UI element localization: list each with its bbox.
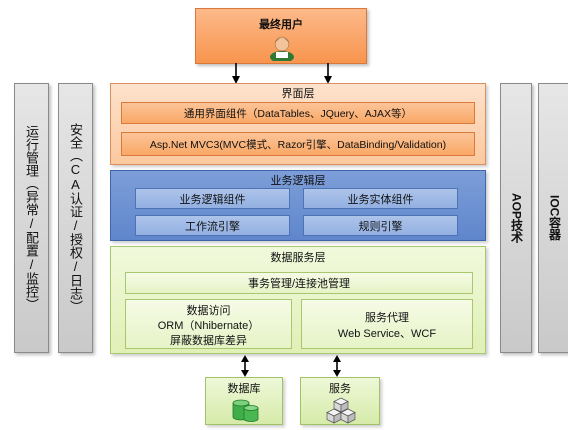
data-access-title: 数据访问 <box>186 305 231 317</box>
data-access-orm: ORM（Nhibernate） <box>157 320 260 332</box>
business-logic-title: 业务逻辑层 <box>270 175 326 187</box>
service-proxy-box: 服务代理 Web Service、WCF <box>301 299 473 349</box>
workflow-engine: 工作流引擎 <box>135 215 290 236</box>
service-proxy-title: 服务代理 <box>365 312 409 324</box>
ops-management-label: 运行管理（异常/配置/监控） <box>24 125 39 311</box>
ui-layer: 界面层 通用界面组件（DataTables、JQuery、AJAX等） Asp.… <box>110 83 486 165</box>
end-user-label: 最终用户 <box>259 19 303 31</box>
data-access-box: 数据访问 ORM（Nhibernate） 屏蔽数据库差异 <box>125 299 292 349</box>
business-logic-component: 业务逻辑组件 <box>135 188 290 209</box>
ui-mvc-components: Asp.Net MVC3(MVC模式、Razor引擎、DataBinding/V… <box>121 132 475 156</box>
arrow-down-right <box>324 63 332 84</box>
ioc-bar: IOC容器 <box>538 83 568 353</box>
data-service-title: 数据服务层 <box>270 252 326 264</box>
end-user-box: 最终用户 <box>195 8 367 64</box>
rules-engine: 规则引擎 <box>303 215 458 236</box>
ui-layer-title: 界面层 <box>281 88 315 100</box>
business-logic-layer: 业务逻辑层 业务逻辑组件 业务实体组件 工作流引擎 规则引擎 <box>110 170 486 241</box>
data-service-layer: 数据服务层 事务管理/连接池管理 数据访问 ORM（Nhibernate） 屏蔽… <box>110 246 486 354</box>
user-icon <box>270 36 294 61</box>
database-icon <box>232 399 259 422</box>
database-label: 数据库 <box>227 383 261 395</box>
service-label: 服务 <box>329 383 351 395</box>
database-box: 数据库 <box>205 377 283 425</box>
security-label: 安全（CA认证/授权/日志） <box>68 123 83 313</box>
ioc-label: IOC容器 <box>547 195 562 241</box>
transaction-management: 事务管理/连接池管理 <box>125 272 473 294</box>
arrow-down-left <box>232 63 240 84</box>
security-bar: 安全（CA认证/授权/日志） <box>58 83 93 353</box>
service-box: 服务 <box>300 377 380 425</box>
business-entity-component: 业务实体组件 <box>303 188 458 209</box>
aop-bar: AOP技术 <box>500 83 532 353</box>
ops-management-bar: 运行管理（异常/配置/监控） <box>14 83 49 353</box>
data-access-note: 屏蔽数据库差异 <box>170 335 247 347</box>
cubes-icon <box>326 397 356 424</box>
service-proxy-tech: Web Service、WCF <box>337 328 437 340</box>
aop-label: AOP技术 <box>509 192 524 243</box>
arrow-bidirectional-service <box>333 355 341 377</box>
arrow-bidirectional-database <box>241 355 249 377</box>
ui-generic-components: 通用界面组件（DataTables、JQuery、AJAX等） <box>121 102 475 124</box>
